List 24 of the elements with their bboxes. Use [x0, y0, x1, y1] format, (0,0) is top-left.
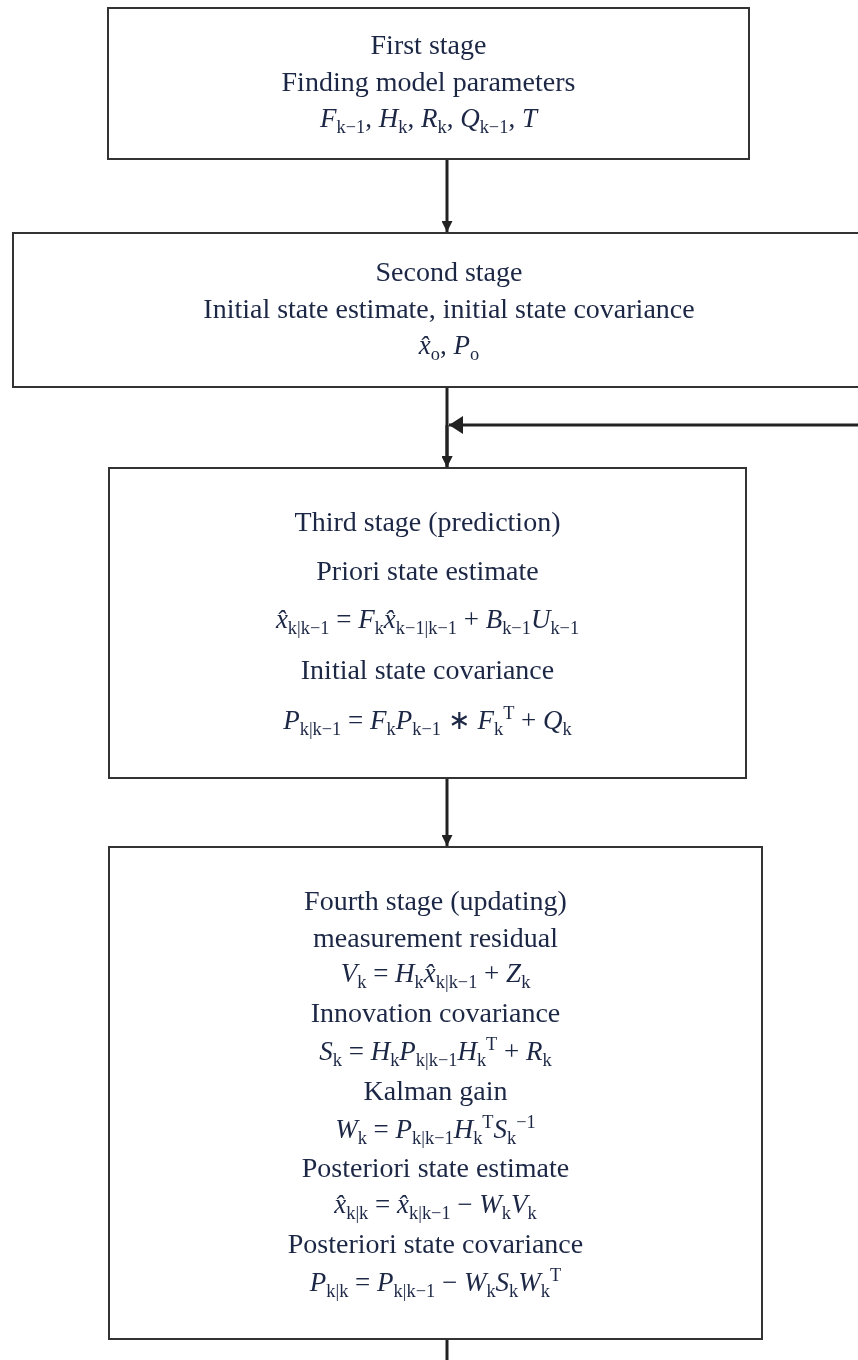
stage-text: Kalman gain	[363, 1073, 508, 1108]
process-box	[12, 232, 858, 388]
process-box	[108, 846, 763, 1340]
stage-heading: Third stage (prediction)	[294, 504, 561, 539]
stage-heading: First stage	[370, 28, 487, 63]
process-box	[108, 467, 747, 779]
stage-text: Posteriori state covariance	[287, 1226, 584, 1261]
stage-text: Posteriori state estimate	[301, 1151, 570, 1186]
stage-text: Innovation covariance	[310, 996, 561, 1031]
stage-text: Priori state estimate	[316, 553, 539, 588]
stage-text: F$_{k−1}$, H$_{k}$, R$_{k}$, Q$_{k−1}$, T	[320, 102, 537, 140]
stage-text: x̂$_{k|k}$ = x̂$_{k|k−1}$ − W$_{k}$V$_{k}$	[334, 1188, 537, 1226]
stage-text: S$_{k}$ = H$_{k}$P$_{k|k−1}$H$_{k}$$^{T}$ + R$_{k}$	[319, 1033, 552, 1073]
stage-text: x̂$_{k|k−1}$ = F$_{k}$x̂$_{k−1|k−1}$ + B$_{k−1}$U$_{k−1}$	[275, 602, 580, 641]
stage-heading: Fourth stage (updating)	[304, 883, 567, 918]
stage-text: x̂$_{o}$, P$_{o}$	[417, 328, 481, 367]
stage-text: Initial state covariance	[300, 653, 555, 688]
stage-text: V$_{k}$ = H$_{k}$x̂$_{k|k−1}$ + Z$_{k}$	[340, 957, 531, 995]
stage-text: Finding model parameters	[281, 65, 576, 100]
stage-text: Initial state estimate, initial state covariance	[202, 291, 696, 326]
stage-heading: Second stage	[374, 254, 524, 289]
stage-text: P$_{k|k−1}$ = F$_{k}$P$_{k−1}$ ∗ F$_{k}$$^{T}$ + Q$_{k}$	[283, 702, 572, 742]
process-box	[107, 7, 750, 160]
stage-text: measurement residual	[313, 920, 558, 955]
